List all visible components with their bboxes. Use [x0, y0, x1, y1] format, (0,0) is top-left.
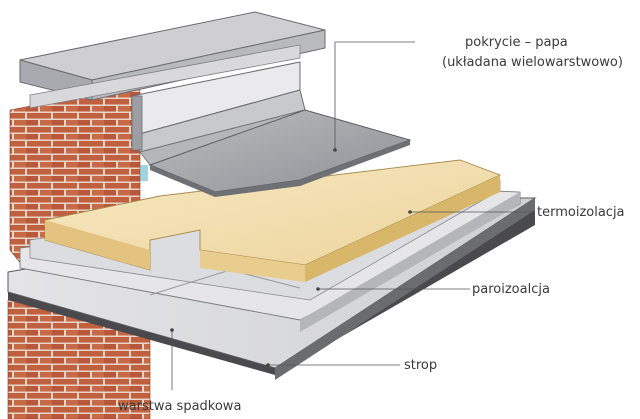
roofing-membrane [148, 109, 412, 197]
label-vapor: paroizoalcja [472, 282, 550, 297]
thermal-insulation [44, 159, 502, 282]
label-thermal: termoizolacja [537, 205, 625, 220]
leader-lines [170, 41, 535, 390]
parapet-coping [19, 11, 326, 109]
label-roofing-line1: pokrycie – papa [465, 35, 568, 50]
label-slope: warstwa spadkowa [118, 399, 241, 414]
label-roofing-line2: (układana wielowarstwowo) [442, 55, 623, 70]
label-slab: strop [404, 358, 437, 373]
